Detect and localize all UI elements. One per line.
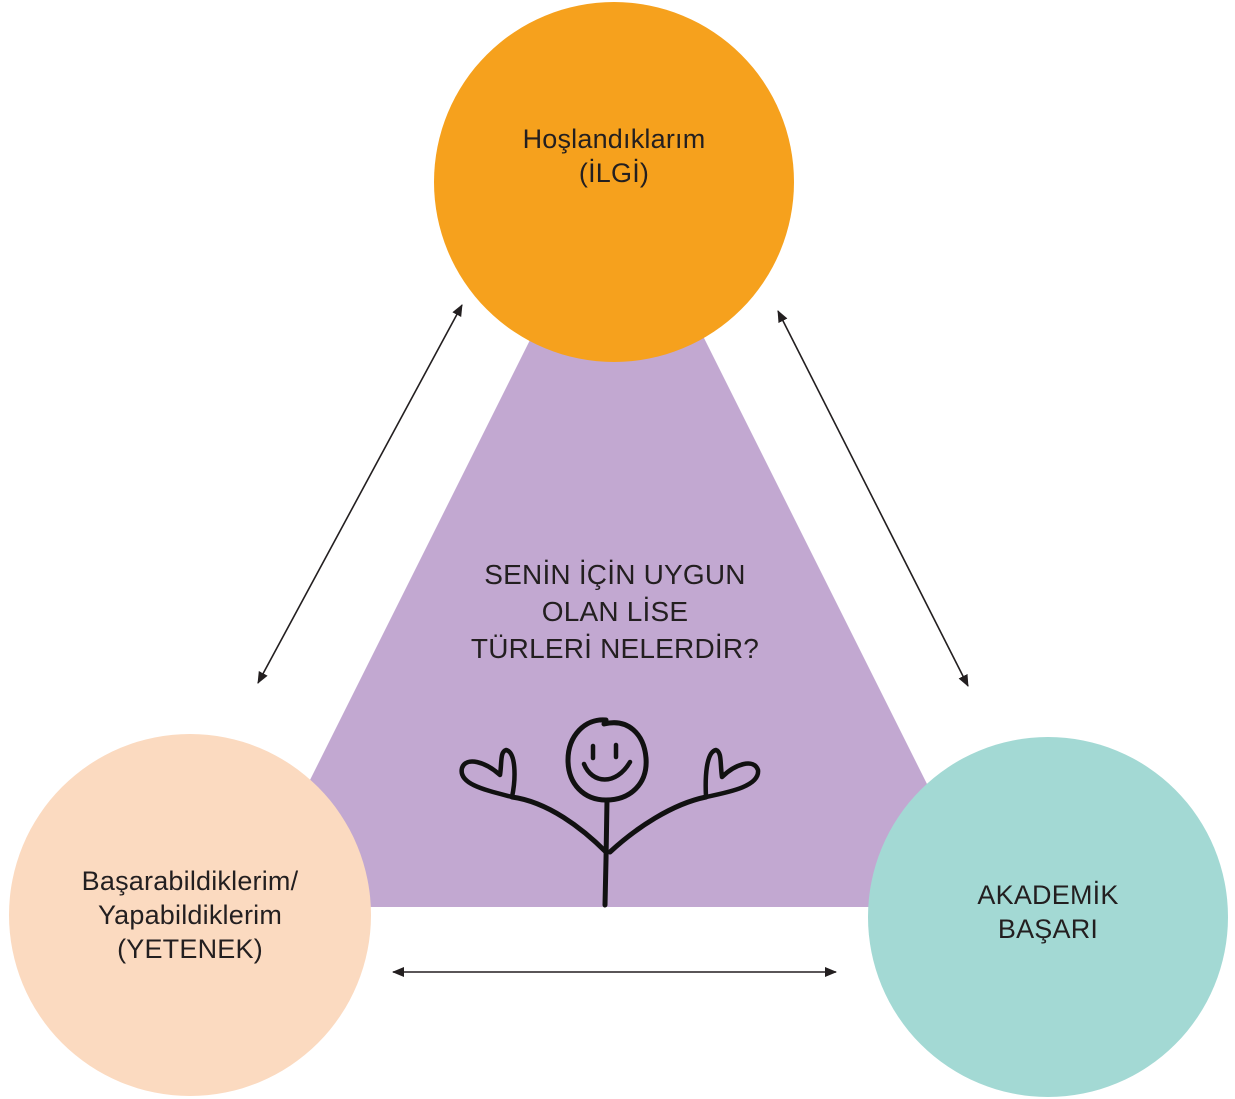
center-triangle	[305, 330, 930, 907]
interest-label-line-1: Hoşlandıklarım	[522, 124, 706, 154]
center-question-line-1: SENİN İÇİN UYGUN	[484, 559, 746, 590]
interest-label: Hoşlandıklarım (İLGİ)	[433, 122, 795, 190]
center-question-line-3: TÜRLERİ NELERDİR?	[470, 633, 760, 664]
academic-label-line-2: BAŞARI	[997, 914, 1099, 944]
interest-label-line-2: (İLGİ)	[578, 158, 650, 188]
skill-label-line-1: Başarabildiklerim/	[81, 866, 299, 896]
skill-label-line-2: Yapabildiklerim	[97, 900, 283, 930]
academic-circle	[868, 737, 1228, 1097]
skill-label-line-3: (YETENEK)	[117, 934, 263, 964]
interest-circle	[434, 2, 794, 362]
academic-label: AKADEMİK BAŞARI	[868, 878, 1228, 946]
skill-label: Başarabildiklerim/ Yapabildiklerim (YETE…	[10, 864, 370, 966]
academic-label-line-1: AKADEMİK	[977, 880, 1119, 910]
skill-circle	[9, 734, 371, 1096]
center-question-line-2: OLAN LİSE	[541, 596, 689, 627]
arrow-interest-academic	[777, 310, 969, 687]
center-question: SENİN İÇİN UYGUN OLAN LİSE TÜRLERİ NELER…	[390, 556, 840, 667]
arrow-interest-skill	[257, 304, 463, 684]
stick-figure-smiling-icon	[459, 717, 761, 908]
